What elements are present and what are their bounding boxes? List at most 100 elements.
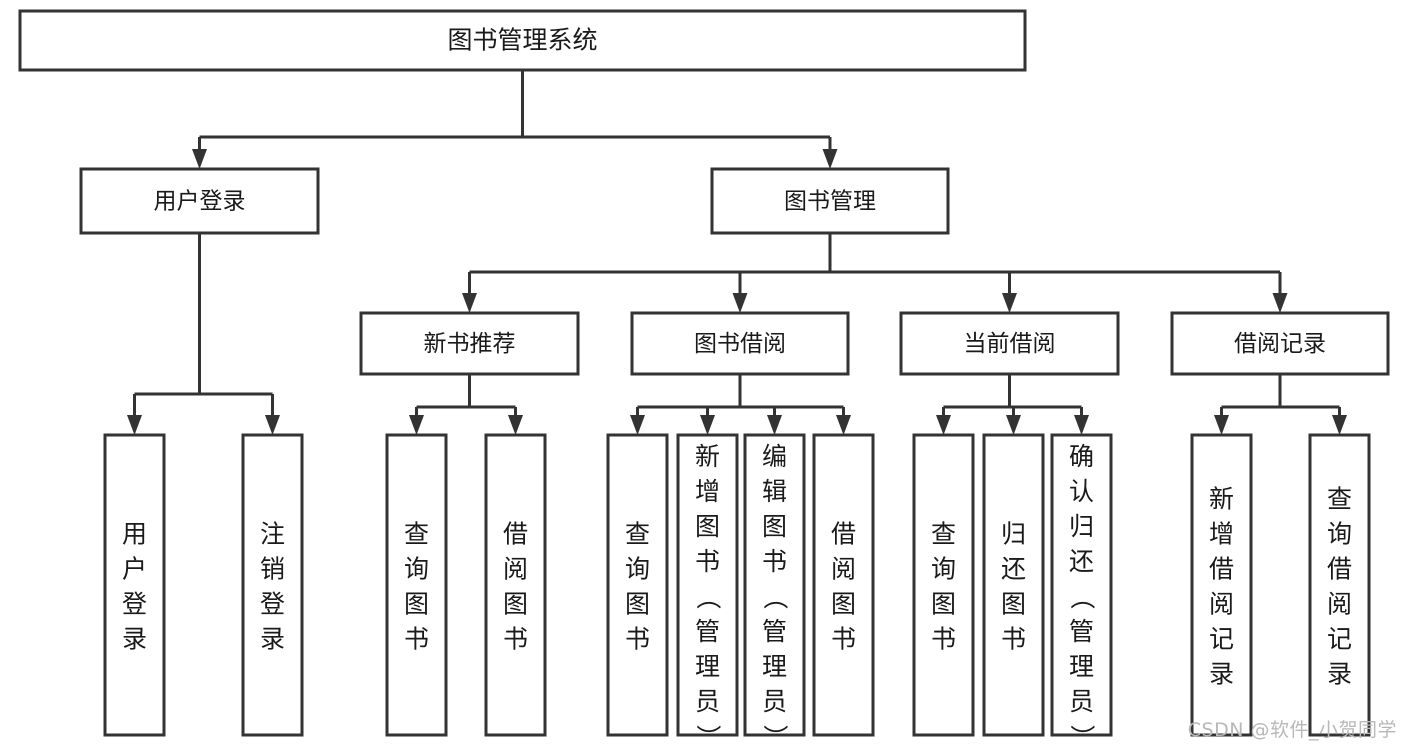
leaf-查询图书-4-char-0: 查 [625,519,650,548]
node-l3-图书借阅[interactable]: 图书借阅 [630,311,850,376]
leaf-编辑图书管理员-6-char-4: （ [761,584,790,609]
leaf-查询图书-2-char-1: 询 [404,554,429,583]
leaf-注销登录-1-char-2: 登 [260,589,285,618]
leaf-借阅图书-3-char-2: 图 [503,589,528,618]
leaf-新增图书管理员-5-box [676,433,739,737]
leaf-新增图书管理员-5-char-5: 管 [695,617,720,646]
leaf-注销登录-1-char-0: 注 [260,519,285,548]
leaf-新增图书管理员-5-char-6: 理 [695,652,720,681]
leaf-新增借阅记录-11-box [1190,433,1253,737]
leaf-新增借阅记录-11-char-2: 借 [1209,554,1234,583]
connector-p4-0-head [1214,415,1229,435]
node-l3-借阅记录[interactable]: 借阅记录 [1170,311,1390,376]
leaf-查询借阅记录-12-char-1: 询 [1327,519,1352,548]
node-l2-用户登录-box [79,167,320,235]
leaf-用户登录-0-char-3: 录 [122,624,147,653]
leaf-查询图书-2-char-0: 查 [404,519,429,548]
leaf-新增借阅记录-11-char-4: 记 [1209,624,1234,653]
leaf-新增图书管理员-5-char-1: 增 [695,477,720,506]
connector-p0-1-head [265,415,280,435]
leaf-归还图书-9-char-1: 还 [1001,554,1026,583]
connector-books-0-head [462,293,477,313]
leaf-查询借阅记录-12-char-0: 查 [1327,484,1352,513]
node-l3-当前借阅-label: 当前借阅 [964,331,1056,357]
leaf-查询图书-8-char-0: 查 [931,519,956,548]
leaf-用户登录-0-char-2: 登 [122,589,147,618]
leaf-用户登录-0-box [103,433,166,737]
leaf-借阅图书-3-char-3: 书 [503,624,528,653]
leaf-查询图书-4-box [606,433,669,737]
leaf-新增借阅记录-11-char-1: 增 [1209,519,1234,548]
connector-p3-1-head [1006,415,1021,435]
leaf-确认归还管理员-10-char-1: 认 [1069,477,1094,506]
leaf-查询图书-2-box [385,433,448,737]
leaf-新增图书管理员-5-char-7: 员 [695,687,720,716]
leaf-确认归还管理员-10-char-0: 确 [1069,442,1094,471]
leaf-查询借阅记录-12-char-2: 借 [1327,554,1352,583]
leaf-编辑图书管理员-6-char-5: 管 [762,617,787,646]
leaf-归还图书-9-char-2: 图 [1001,589,1026,618]
leaf-用户登录-0[interactable]: 用户登录 [103,433,166,737]
node-l3-借阅记录-box [1170,311,1390,376]
node-root-图书管理系统-label: 图书管理系统 [447,26,597,55]
connector-p0-0-head [127,415,142,435]
connector-books-2-head [1002,293,1017,313]
leaf-查询图书-8-box [912,433,975,737]
leaf-编辑图书管理员-6-char-0: 编 [762,442,787,471]
leaf-编辑图书管理员-6-char-1: 辑 [762,477,787,506]
leaf-编辑图书管理员-6-box [743,433,806,737]
connector-p3-2-head [1074,415,1089,435]
leaf-编辑图书管理员-6-char-3: 书 [762,547,787,576]
leaf-归还图书-9-char-3: 书 [1001,624,1026,653]
leaf-查询图书-8-char-2: 图 [931,589,956,618]
leaf-注销登录-1-char-3: 录 [260,624,285,653]
leaf-新增图书管理员-5-char-3: 书 [695,547,720,576]
connector-books-1-head [732,293,748,313]
leaf-确认归还管理员-10-box [1050,433,1113,737]
connector-root-0-head [192,149,207,169]
node-l2-用户登录[interactable]: 用户登录 [79,167,320,235]
leaf-查询图书-2-char-3: 书 [404,624,429,653]
node-l3-新书推荐[interactable]: 新书推荐 [359,311,580,376]
leaf-查询图书-4-char-2: 图 [625,589,650,618]
node-l2-图书管理[interactable]: 图书管理 [710,167,950,235]
leaf-编辑图书管理员-6-char-2: 图 [762,512,787,541]
connector-p3-0-head [936,415,951,435]
leaf-借阅图书-7-box [812,433,875,737]
leaf-编辑图书管理员-6-char-6: 理 [762,652,787,681]
node-l2-用户登录-label: 用户登录 [154,189,246,215]
leaf-查询借阅记录-12-box [1308,433,1371,737]
node-l3-图书借阅-box [630,311,850,376]
leaf-借阅图书-3-box [484,433,547,737]
leaf-查询借阅记录-12-char-5: 录 [1327,659,1352,688]
node-l3-当前借阅-box [899,311,1120,376]
connector-p2-1-head [700,415,715,435]
leaf-查询图书-4-char-3: 书 [625,624,650,653]
node-root-图书管理系统[interactable]: 图书管理系统 [18,9,1027,72]
node-l3-当前借阅[interactable]: 当前借阅 [899,311,1120,376]
leaf-确认归还管理员-10-char-3: 还 [1069,547,1094,576]
node-l3-借阅记录-label: 借阅记录 [1234,331,1326,357]
leaf-查询图书-4-char-1: 询 [625,554,650,583]
connector-p2-0-head [630,415,645,435]
connector-books-3-head [1272,293,1288,313]
leaf-确认归还管理员-10-char-6: 理 [1069,652,1094,681]
node-l3-新书推荐-label: 新书推荐 [424,331,516,357]
connector-p2-2-head [767,415,782,435]
leaf-归还图书-9-char-0: 归 [1001,519,1026,548]
node-l2-图书管理-box [710,167,950,235]
leaf-查询图书-8-char-3: 书 [931,624,956,653]
